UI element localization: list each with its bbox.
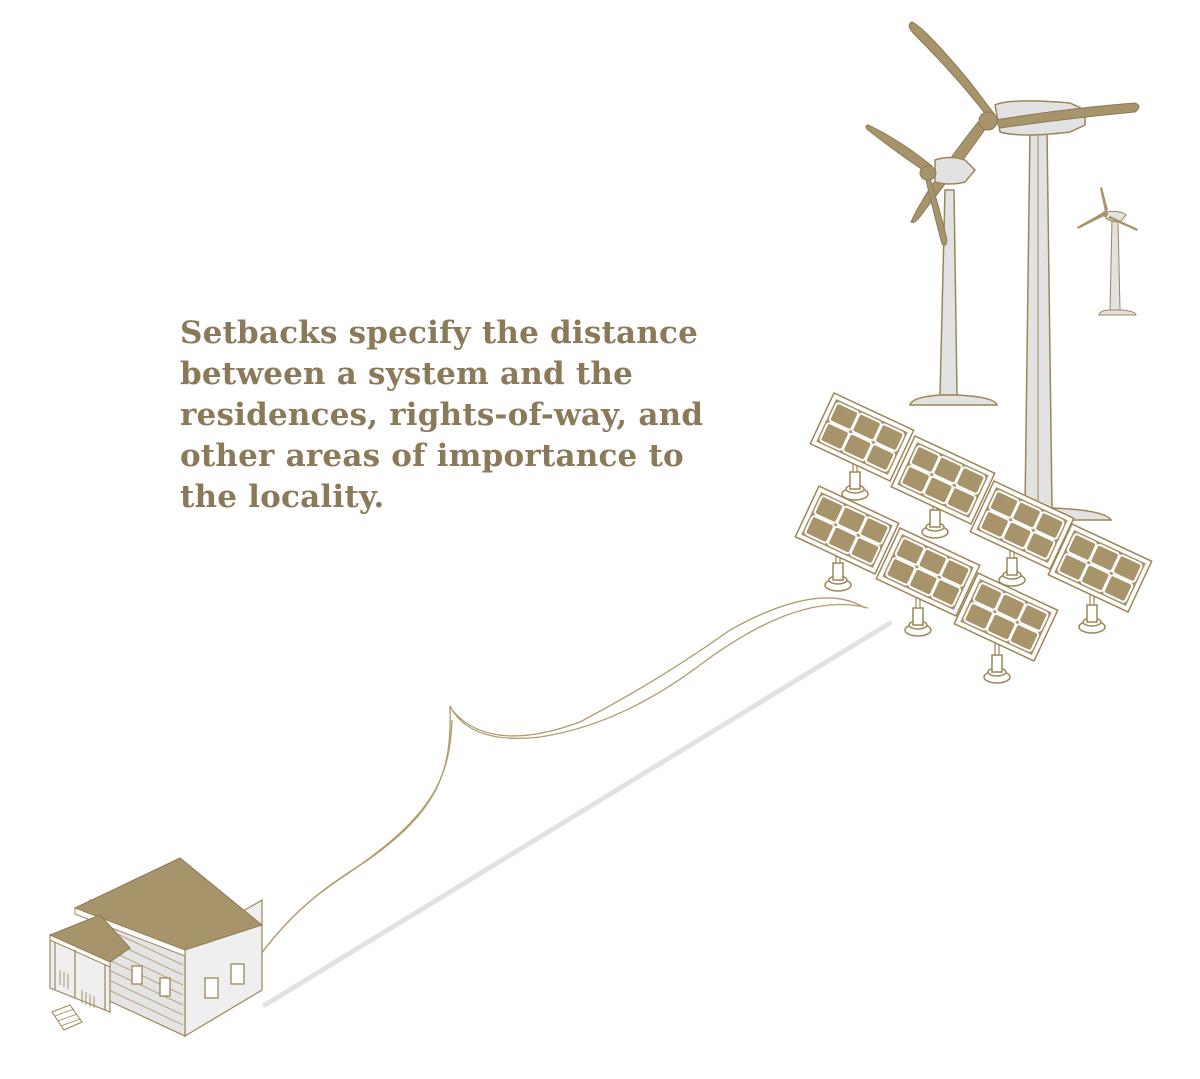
setback-bracket	[257, 597, 866, 959]
wind-turbine-icon	[909, 189, 998, 406]
caption-line-1: Setbacks specify the distance	[180, 315, 699, 351]
house-icon	[48, 857, 264, 1038]
caption-line-5: the locality.	[180, 479, 385, 515]
caption-line-2: between a system and the	[180, 356, 634, 392]
wind-turbine-icon	[1077, 187, 1138, 316]
setback-caption: Setbacks specify the distance between a …	[180, 313, 740, 518]
solar-panel-array-icon	[794, 392, 1153, 684]
setback-bracket-curve	[257, 603, 869, 959]
caption-line-3: residences, rights-of-way, and	[180, 397, 704, 433]
wind-turbine-icon	[865, 124, 977, 246]
caption-line-4: other areas of importance to	[180, 438, 684, 474]
setback-distance-line	[262, 620, 893, 1008]
